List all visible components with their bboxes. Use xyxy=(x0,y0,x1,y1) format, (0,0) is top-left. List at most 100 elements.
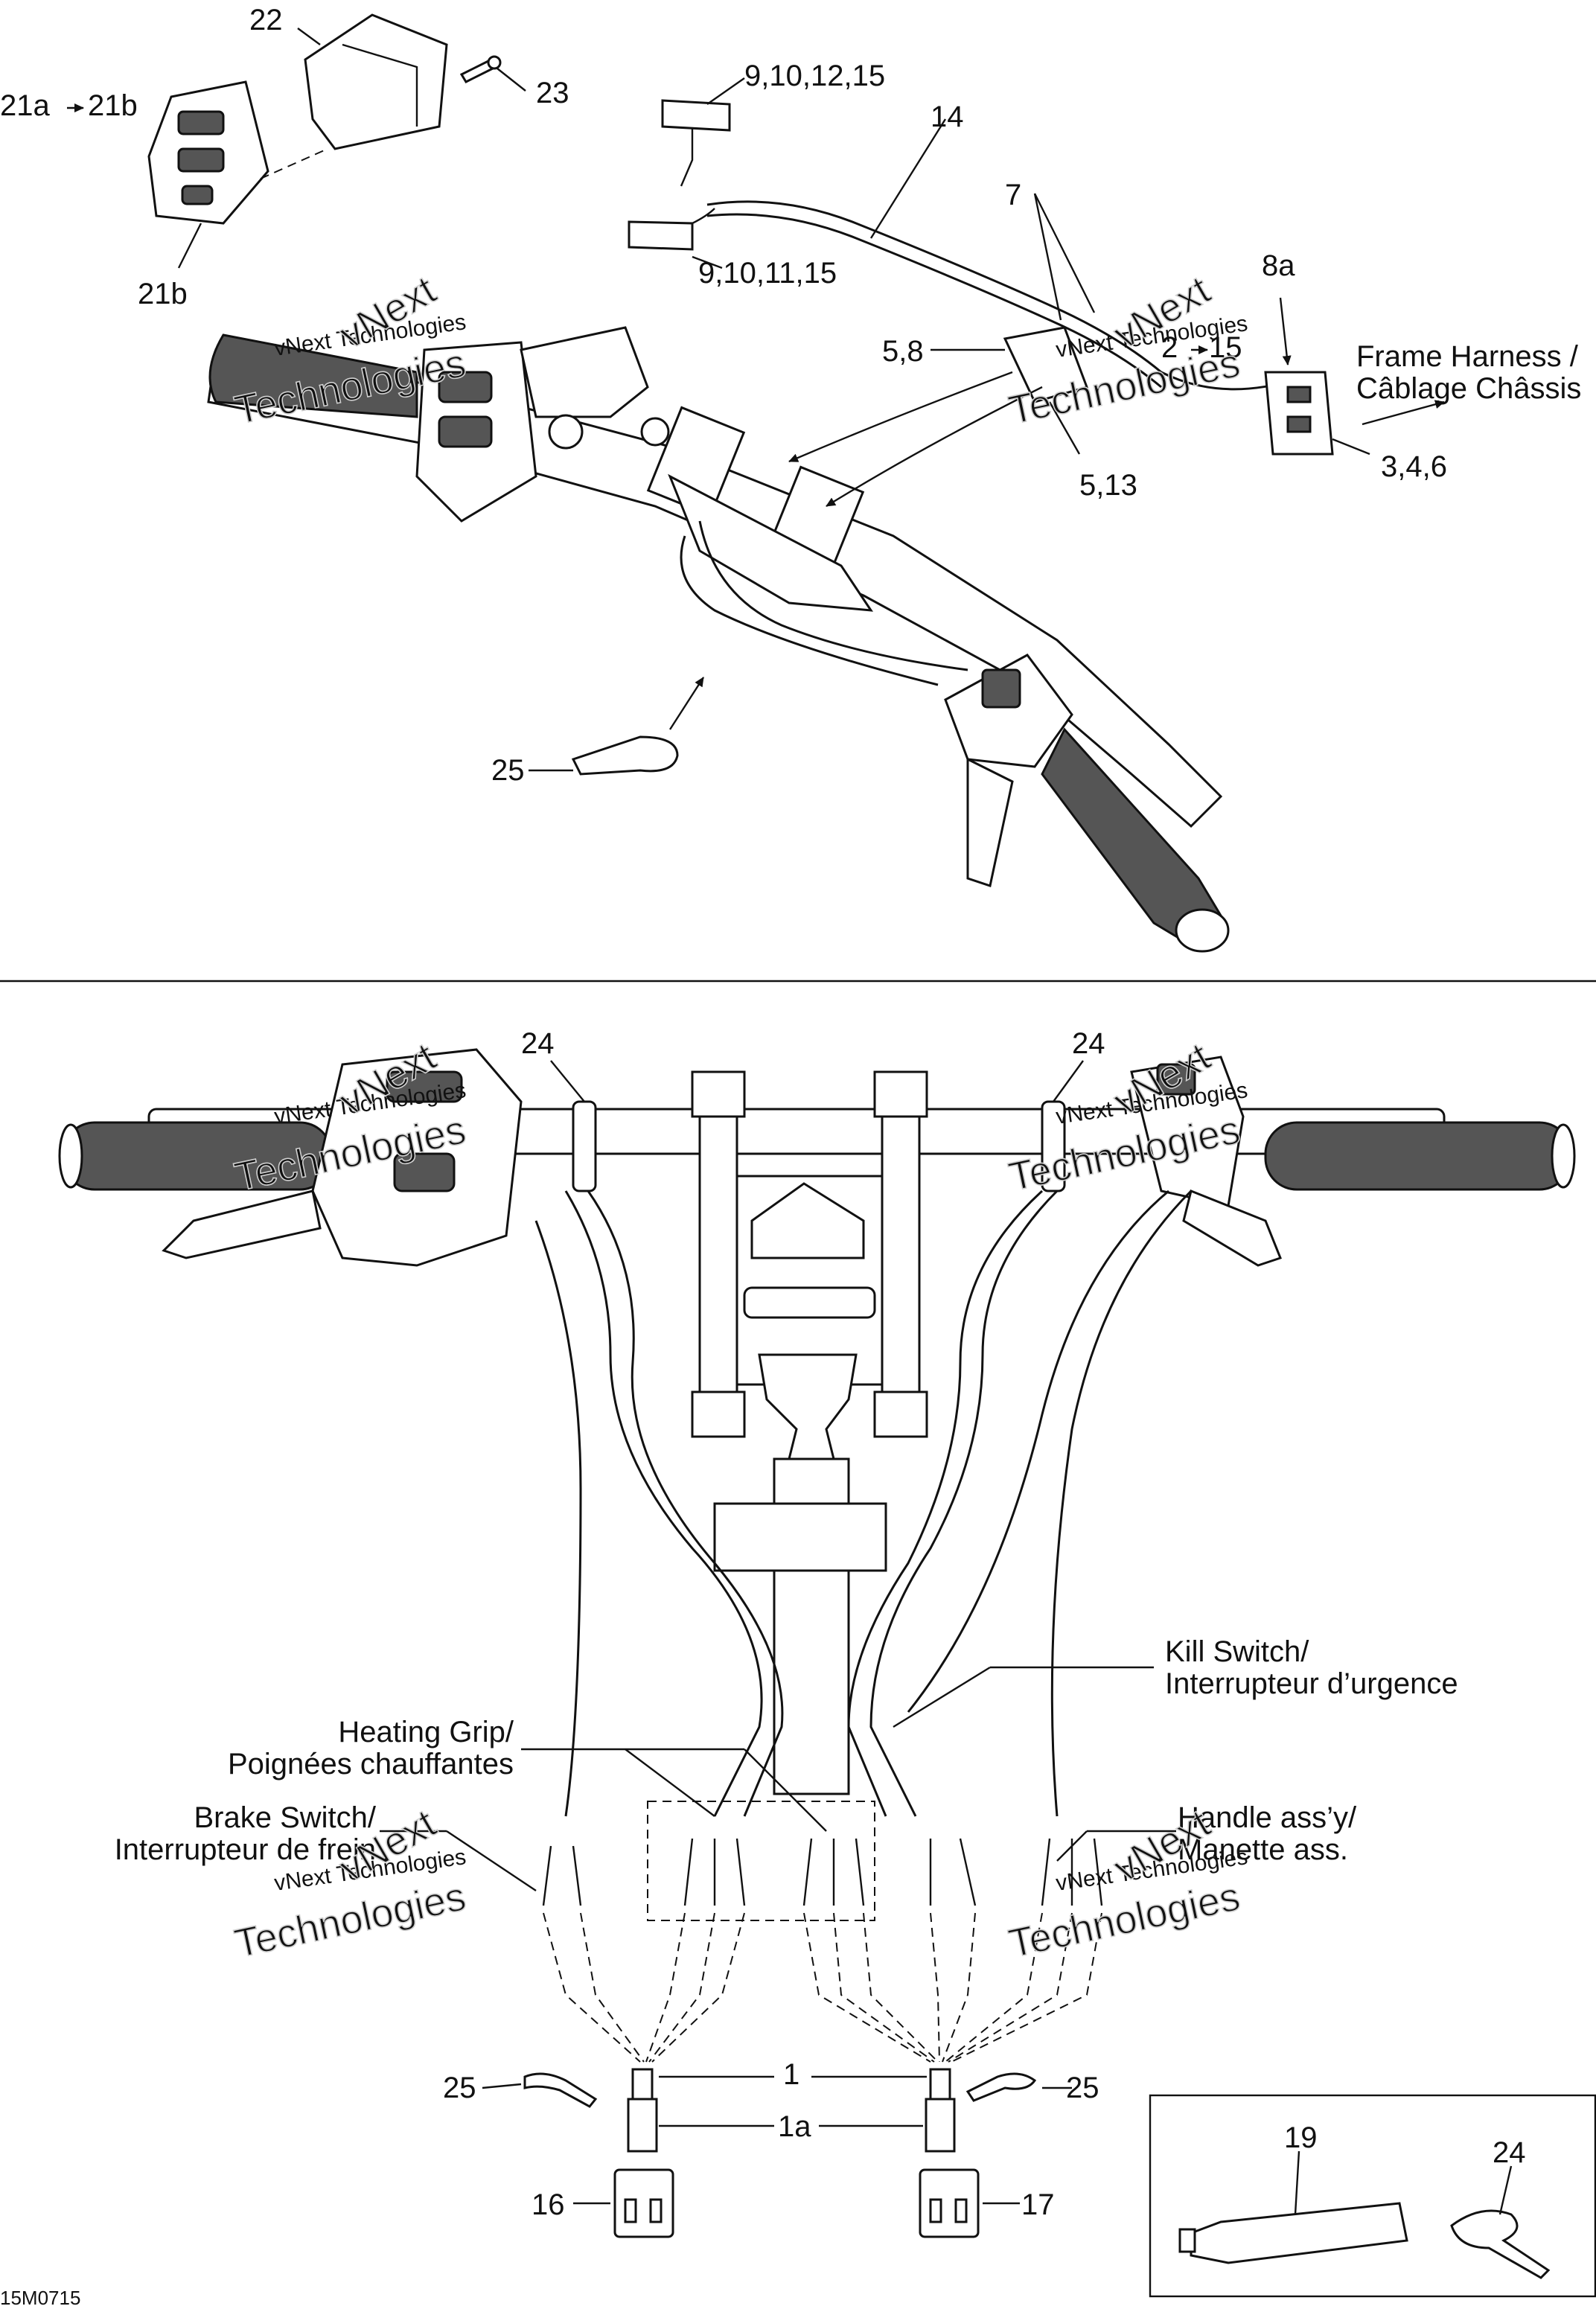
callout-15: 15 xyxy=(1209,331,1242,364)
column-shaft xyxy=(773,1569,850,1795)
callout-22: 22 xyxy=(249,4,283,36)
handle-label-fr: Manette ass. xyxy=(1178,1833,1348,1866)
leader-line xyxy=(497,68,526,92)
riser-bolt xyxy=(873,1070,928,1118)
connector-pin-1 xyxy=(631,2068,654,2101)
connector-group-box xyxy=(647,1801,875,1921)
left-wire-bundle xyxy=(587,1190,784,1817)
column-collar xyxy=(773,1457,850,1505)
riser-clamp xyxy=(646,406,746,517)
left-switch-button xyxy=(438,415,493,448)
right-brake-lever xyxy=(1182,1189,1282,1267)
callout-5-13: 5,13 xyxy=(1079,469,1137,502)
frame-harness-fr: Câblage Châssis xyxy=(1356,372,1581,405)
dashed-routing xyxy=(543,1912,1102,2063)
block-slot xyxy=(624,2198,637,2223)
callout-8a: 8a xyxy=(1262,249,1295,282)
leader-line xyxy=(1053,1060,1084,1102)
block-slot xyxy=(954,2198,968,2223)
leader-line xyxy=(1294,2150,1300,2215)
callout-16: 16 xyxy=(532,2188,565,2221)
connector-lead xyxy=(680,128,694,187)
callout-3-4-6: 3,4,6 xyxy=(1381,450,1447,483)
connector-pin xyxy=(1286,386,1312,403)
under-bar-cables xyxy=(698,520,968,671)
kill-switch xyxy=(981,668,1021,709)
watermark-text: Technologies xyxy=(1005,1874,1244,1967)
sealant-tube-19 xyxy=(1190,2202,1408,2264)
leader-line xyxy=(1048,401,1081,455)
switch-button xyxy=(181,185,214,205)
callout-2: 2 xyxy=(1161,331,1178,364)
callout-9-10-11-15: 9,10,11,15 xyxy=(698,257,837,290)
leader-line xyxy=(706,77,745,105)
top-exploded-view: 22 23 21a 21b 21b 9,10,12,15 14 9,10,11,… xyxy=(0,4,1581,953)
leader-line xyxy=(297,28,321,45)
riser-bolt xyxy=(691,1390,746,1438)
switch-cover-22 xyxy=(304,13,448,150)
connector-block-16 xyxy=(613,2168,674,2238)
leader-line xyxy=(625,1748,715,1817)
tie-wrap-25 xyxy=(965,2072,1037,2102)
tie-wrap-25 xyxy=(523,2072,598,2108)
routing-arrow xyxy=(826,386,1043,508)
connector-pin-1 xyxy=(929,2068,951,2101)
leader-line xyxy=(1279,297,1292,365)
leader-line xyxy=(1498,2165,1513,2215)
leader-line xyxy=(1332,438,1370,456)
handle-label-en: Handle ass’y/ xyxy=(1178,1801,1357,1834)
cover-detail xyxy=(342,43,418,127)
leader-line xyxy=(744,1748,827,1832)
connector-lead xyxy=(692,208,715,225)
riser-post xyxy=(881,1070,921,1431)
callout-24-kit: 24 xyxy=(1493,2136,1526,2169)
riser-post xyxy=(698,1070,738,1431)
brake-switch-label-fr: Interrupteur de frein xyxy=(115,1833,376,1866)
switch-button xyxy=(177,147,225,173)
left-switch-button xyxy=(438,371,493,403)
leader-line xyxy=(1033,193,1062,321)
callout-24: 24 xyxy=(1072,1027,1105,1060)
riser-badge xyxy=(750,1182,865,1259)
right-wire-bundle xyxy=(869,1189,1059,1817)
left-grip xyxy=(208,333,418,418)
right-grip xyxy=(1264,1121,1572,1191)
callout-9-10-12-15: 9,10,12,15 xyxy=(744,60,885,92)
bottom-assembly-view: 24 24 25 25 1 1a 16 17 19 24 Kill Switch… xyxy=(0,1027,1596,2309)
callout-21b: 21b xyxy=(88,89,138,122)
heating-grip-label-en: Heating Grip/ xyxy=(338,1716,514,1748)
switch-button xyxy=(393,1152,456,1192)
callout-17: 17 xyxy=(1021,2188,1055,2221)
riser-bracket xyxy=(668,473,873,612)
kill-switch-wire xyxy=(907,1189,1169,1713)
harness-connector-bottom xyxy=(628,220,694,251)
leader-line xyxy=(446,1830,537,1891)
riser-bolt xyxy=(691,1070,746,1118)
handlebar-harness xyxy=(706,213,1162,389)
callout-7: 7 xyxy=(1005,179,1021,211)
callout-25: 25 xyxy=(491,754,525,787)
callout-19: 19 xyxy=(1284,2121,1318,2154)
harness-connector-top xyxy=(661,99,731,132)
handlebar-harness xyxy=(706,200,1296,391)
column-clamp xyxy=(713,1502,887,1572)
clamp-bolt xyxy=(640,417,670,447)
callout-5-8: 5,8 xyxy=(882,335,924,368)
watermark-text: Technologies xyxy=(231,1874,470,1967)
connector-8a xyxy=(1264,371,1334,456)
block-slot xyxy=(929,2198,942,2223)
grip-end xyxy=(58,1123,83,1189)
leader-line xyxy=(482,2083,522,2089)
connector-block-17 xyxy=(919,2168,980,2238)
callout-24: 24 xyxy=(521,1027,555,1060)
leader-line xyxy=(692,255,723,269)
tube-cap xyxy=(1178,2228,1196,2253)
wire-terminals xyxy=(542,1838,1103,1906)
block-slot xyxy=(649,2198,663,2223)
left-brake-lever xyxy=(162,1189,322,1259)
switch-button xyxy=(177,110,225,135)
tie-wrap-25 xyxy=(571,735,679,776)
handle-wire xyxy=(1050,1189,1193,1817)
kit-box xyxy=(1149,2094,1596,2298)
